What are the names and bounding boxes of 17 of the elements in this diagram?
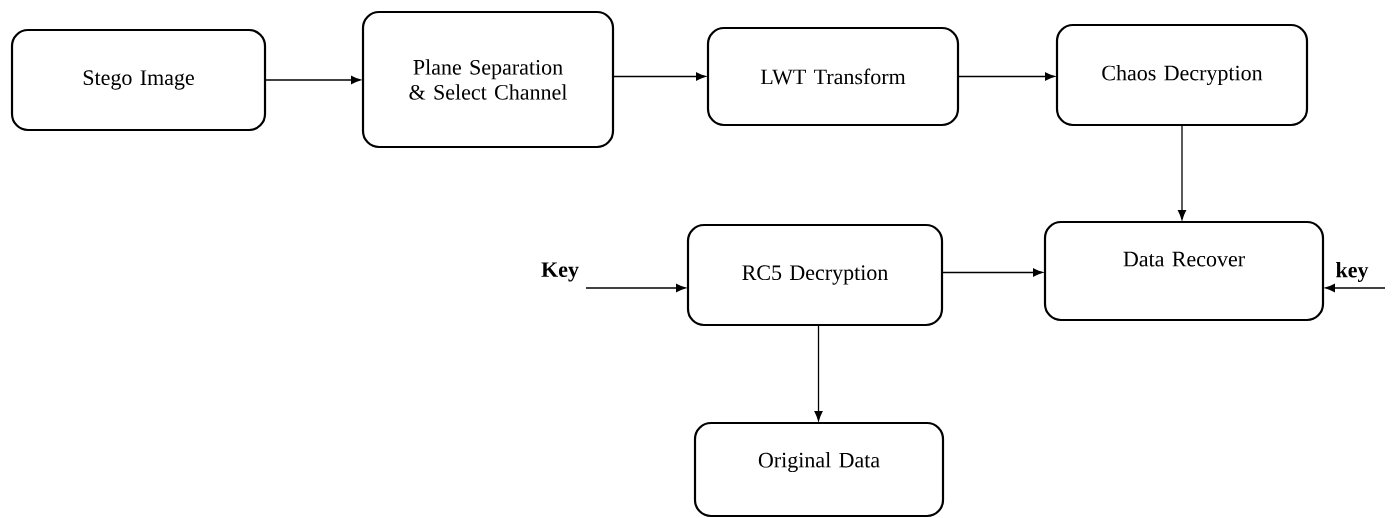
key-label: Key bbox=[541, 262, 579, 282]
arrow bbox=[814, 324, 823, 421]
process-box: Data Recover bbox=[1043, 220, 1325, 322]
arrow bbox=[264, 75, 361, 84]
process-box: Stego Image bbox=[10, 28, 267, 132]
arrow bbox=[1178, 124, 1186, 220]
process-box: Plane Separation & Select Channel bbox=[361, 10, 615, 149]
process-box: LWT Transform bbox=[706, 26, 960, 127]
process-box: Chaos Decryption bbox=[1055, 23, 1309, 127]
process-box: Original Data bbox=[693, 421, 945, 518]
arrow bbox=[957, 72, 1055, 81]
arrow bbox=[1325, 283, 1386, 292]
arrow bbox=[585, 283, 686, 292]
process-box: RC5 Decryption bbox=[686, 223, 944, 327]
arrow bbox=[941, 268, 1043, 277]
key-label: key bbox=[1336, 262, 1369, 282]
arrow bbox=[612, 72, 706, 81]
